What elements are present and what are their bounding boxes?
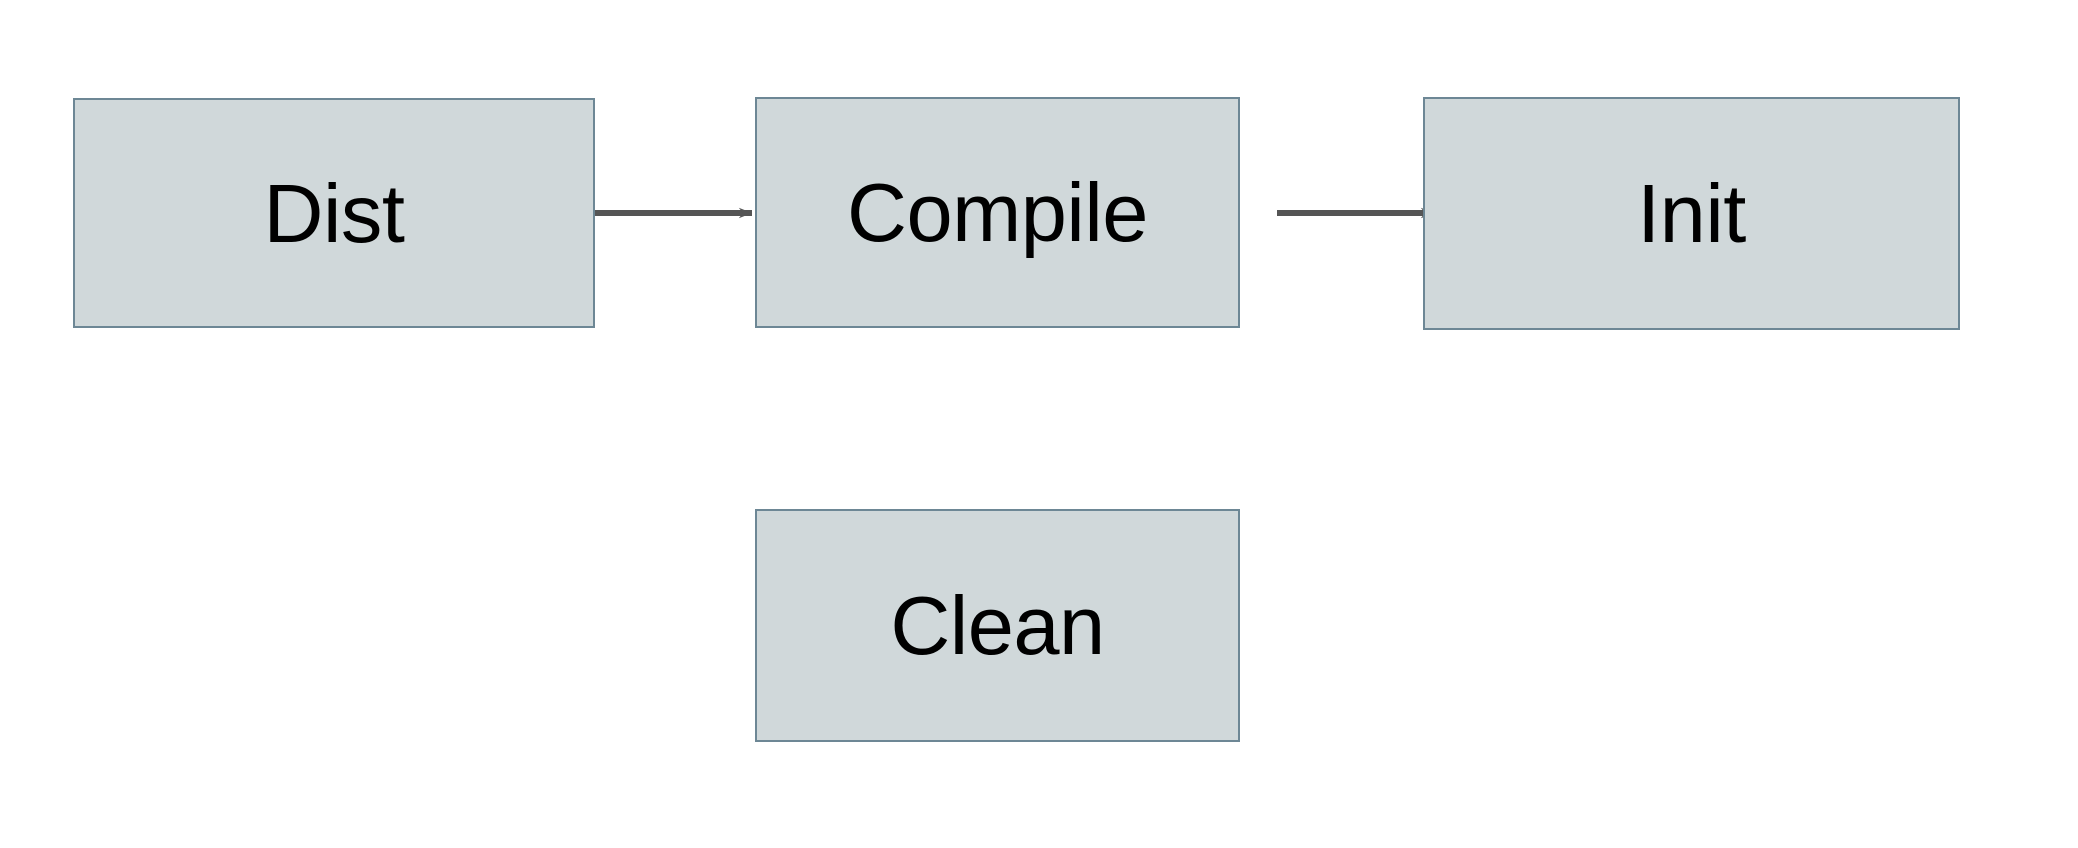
- node-label-clean: Clean: [890, 579, 1105, 672]
- node-label-init: Init: [1637, 167, 1746, 260]
- node-label-compile: Compile: [847, 166, 1148, 259]
- node-dist[interactable]: Dist: [73, 98, 595, 328]
- node-label-dist: Dist: [263, 166, 405, 260]
- node-clean[interactable]: Clean: [755, 509, 1240, 742]
- node-init[interactable]: Init: [1423, 97, 1960, 330]
- node-compile[interactable]: Compile: [755, 97, 1240, 328]
